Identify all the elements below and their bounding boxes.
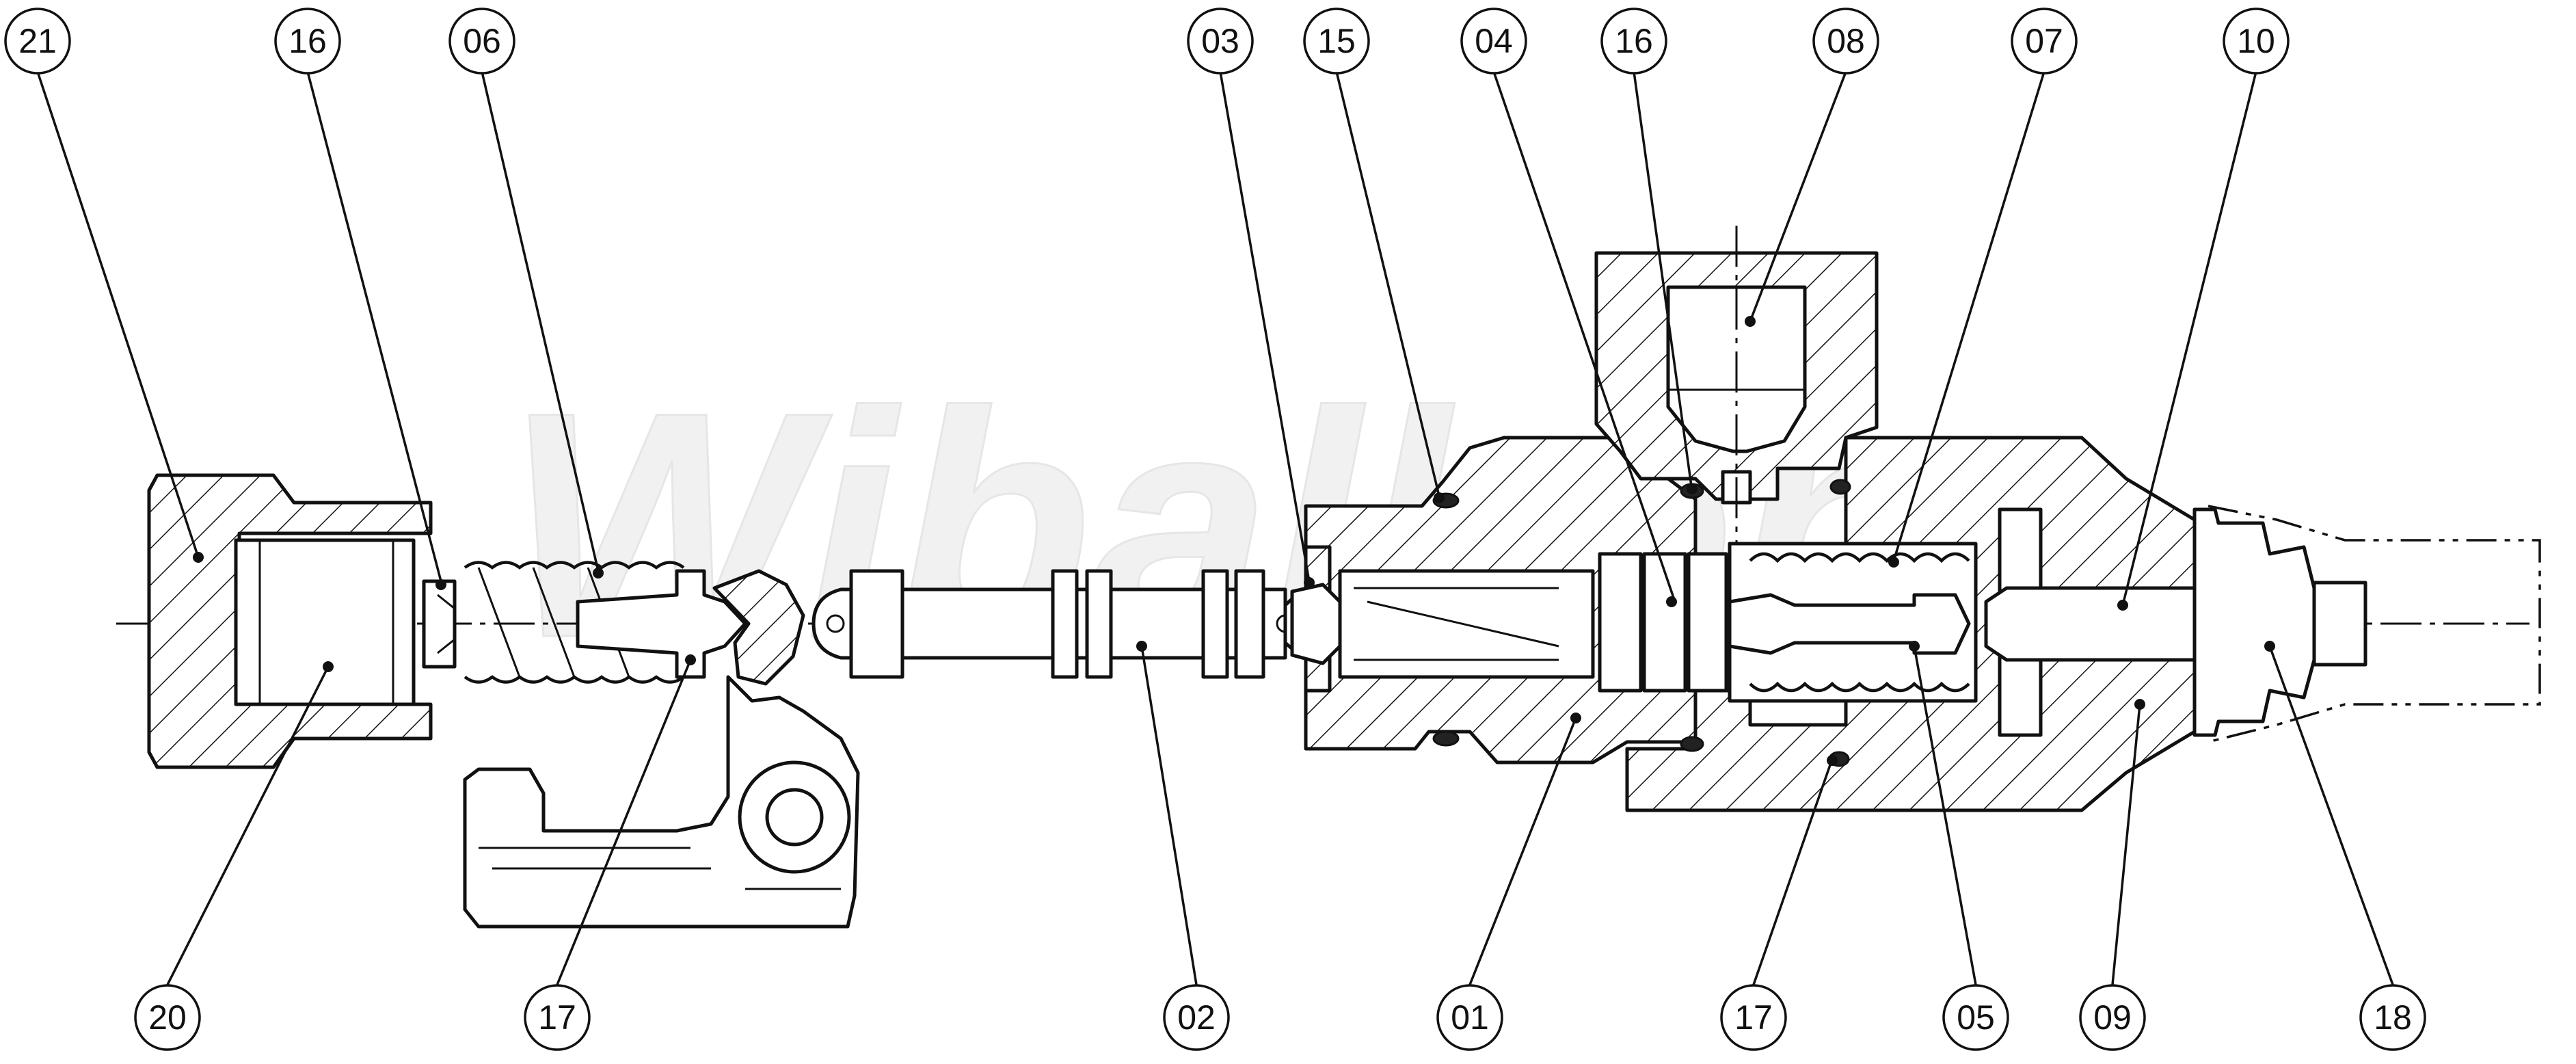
lever-body [463, 675, 860, 929]
svg-text:01: 01 [1451, 998, 1489, 1037]
svg-text:06: 06 [463, 22, 501, 60]
svg-text:08: 08 [1827, 22, 1865, 60]
callout-16-top-right: 16 [1600, 8, 1667, 75]
svg-text:04: 04 [1475, 22, 1513, 60]
svg-text:20: 20 [148, 998, 187, 1037]
callout-20: 20 [134, 984, 201, 1051]
svg-text:16: 16 [1615, 22, 1653, 60]
part-18-bolt-end [2312, 581, 2367, 667]
callout-17-right: 17 [1720, 984, 1787, 1051]
callout-08: 08 [1812, 8, 1879, 75]
phantom-fitting [2208, 505, 2541, 743]
svg-text:15: 15 [1317, 22, 1356, 60]
part-17-plunger-left [576, 569, 747, 679]
svg-text:03: 03 [1201, 22, 1239, 60]
leader-lines [36, 71, 2394, 985]
svg-text:07: 07 [2025, 22, 2063, 60]
callout-21-top: 21 [4, 8, 71, 75]
svg-text:16: 16 [289, 22, 327, 60]
callout-01: 01 [1436, 984, 1503, 1051]
lever-pivot-hole [765, 788, 824, 847]
part-02-rod [811, 569, 1335, 679]
part-05-valve-plunger [1728, 593, 1971, 655]
part-10-screw [1984, 586, 2197, 662]
part-03-cone [1290, 583, 1342, 665]
svg-text:09: 09 [2093, 998, 2132, 1037]
part-07-spring [1749, 552, 1970, 693]
svg-text:10: 10 [2237, 22, 2275, 60]
callout-03: 03 [1187, 8, 1254, 75]
callout-18: 18 [2359, 984, 2426, 1051]
svg-text:02: 02 [1177, 998, 1216, 1037]
part-16-seal-left [422, 579, 457, 669]
part-04-spool [1598, 552, 1728, 693]
callout-10: 10 [2223, 8, 2290, 75]
callout-16-top-left: 16 [274, 8, 341, 75]
svg-text:21: 21 [18, 22, 57, 60]
part-06-spring [464, 561, 685, 684]
svg-text:17: 17 [1734, 998, 1773, 1037]
part-20-plug [234, 538, 416, 706]
lever-upper [712, 569, 805, 686]
callout-09: 09 [2079, 984, 2146, 1051]
callout-17-left: 17 [524, 984, 591, 1051]
callout-07: 07 [2011, 8, 2078, 75]
callout-04: 04 [1460, 8, 1527, 75]
svg-text:18: 18 [2374, 998, 2412, 1037]
svg-text:05: 05 [1957, 998, 1995, 1037]
callout-15: 15 [1303, 8, 1370, 75]
svg-text:17: 17 [538, 998, 576, 1037]
part-21-cap-nut [147, 473, 433, 769]
callout-06: 06 [448, 8, 515, 75]
part-18-nut [2192, 507, 2316, 737]
callout-02: 02 [1163, 984, 1230, 1051]
callout-05: 05 [1942, 984, 2009, 1051]
